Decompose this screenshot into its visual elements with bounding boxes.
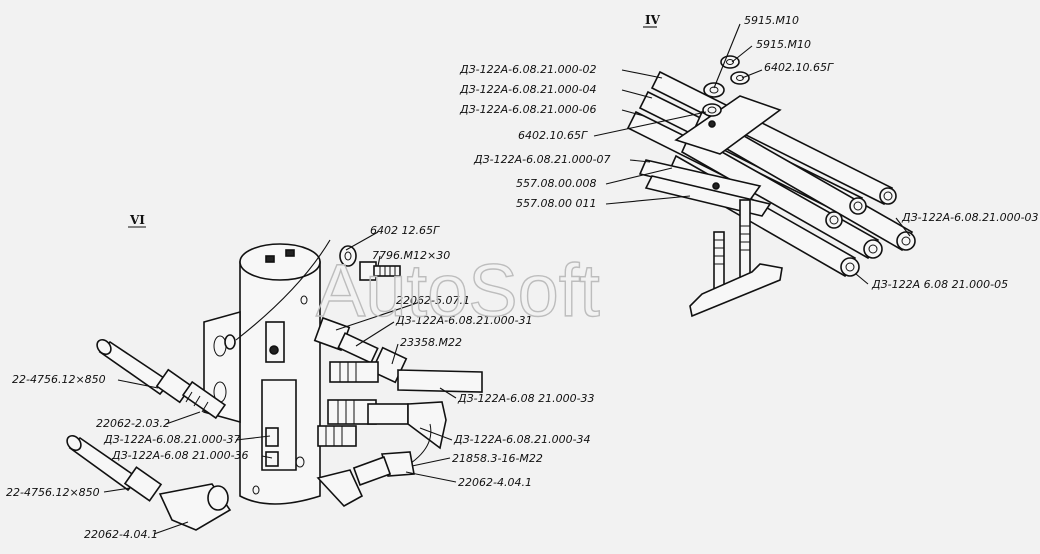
leader-lines-vi — [103, 231, 457, 535]
label-clamp-008: 557.08.00.008 — [516, 177, 596, 190]
left-hose-bottom-vi — [66, 434, 232, 531]
label-tube-33: ДЗ-122А-6.08 21.000-33 — [457, 392, 595, 405]
stud-bracket-iv — [689, 199, 783, 318]
label-hose-left-top: 22-4756.12×850 — [12, 373, 106, 386]
washer-vi — [339, 245, 357, 267]
label-tube-07: ДЗ-122А-6.08.21.000-07 — [473, 153, 611, 166]
label-tube-02: ДЗ-122А-6.08.21.000-02 — [459, 63, 597, 76]
label-tube-04: ДЗ-122А-6.08.21.000-04 — [459, 83, 597, 96]
label-fitting-5071: 22062-5.07.1 — [396, 294, 470, 307]
label-fitting-2032: 22062-2.03.2 — [96, 417, 170, 430]
label-tube-37: ДЗ-122А-6.08.21.000-37 — [103, 433, 241, 446]
label-nut-5915-a: 5915.M10 — [744, 14, 799, 27]
bolt-vi — [359, 261, 401, 281]
assembly-vi — [66, 243, 483, 531]
right-fittings-vi — [313, 316, 483, 508]
label-tube-06: ДЗ-122А-6.08.21.000-06 — [459, 103, 597, 116]
label-hose-left-bottom: 22-4756.12×850 — [6, 486, 100, 499]
label-fitting-21858: 21858.3-16-M22 — [452, 452, 543, 465]
label-washer-6402-a: 6402.10.65Г — [764, 61, 834, 74]
nuts-washers-iv — [702, 55, 750, 128]
label-tube-05: ДЗ-122А 6.08 21.000-05 — [871, 278, 1008, 291]
watermark: AutoSoft — [316, 249, 600, 332]
label-tube-31: ДЗ-122А-6.08.21.000-31 — [395, 314, 533, 327]
label-tube-36: ДЗ-122А-6.08 21.000-36 — [111, 449, 249, 462]
label-nut-5915-b: 5915.M10 — [756, 38, 811, 51]
label-elbow-right: 22062-4.04.1 — [458, 476, 532, 489]
section-label-vi: VI — [129, 213, 145, 227]
label-washer-6402-12: 6402 12.65Г — [370, 224, 440, 237]
label-washer-6402-b: 6402.10.65Г — [518, 129, 588, 142]
label-tube-34: ДЗ-122А-6.08.21.000-34 — [453, 433, 591, 446]
assembly-iv — [626, 55, 916, 318]
label-tube-03: ДЗ-122А-6.08.21.000-03 — [901, 211, 1039, 224]
section-label-iv: IV — [645, 13, 661, 27]
leader-lines-iv — [593, 23, 911, 285]
label-elbow-left: 22062-4.04.1 — [84, 528, 158, 541]
left-hose-top-vi — [96, 338, 227, 420]
label-bolt-7796: 7796.M12×30 — [372, 249, 450, 262]
label-nut-m22: 23358.M22 — [400, 336, 462, 349]
label-clamp-011: 557.08.00 011 — [516, 197, 596, 210]
